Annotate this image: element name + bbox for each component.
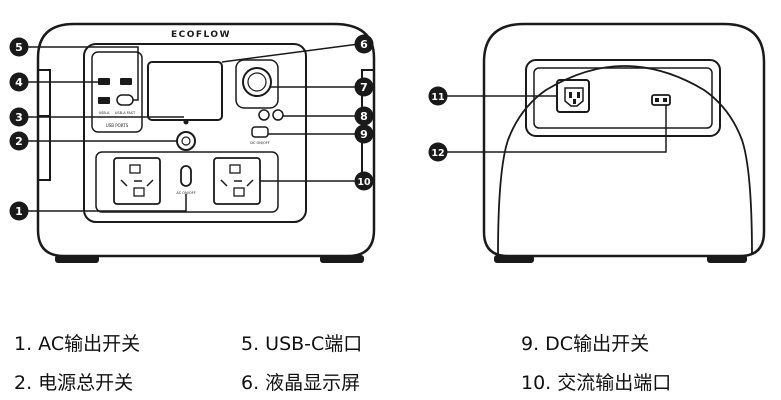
callout-7: 7 — [354, 77, 374, 97]
svg-text:5: 5 — [15, 41, 23, 54]
svg-text:11: 11 — [431, 92, 444, 103]
back-body-outline — [482, 22, 766, 258]
svg-text:12: 12 — [431, 148, 444, 159]
callout-9: 9 — [354, 124, 374, 144]
dc5521-port-right — [272, 109, 284, 121]
usb-a-fast-label: USB-A FAST — [115, 111, 136, 115]
lcd-display — [147, 61, 223, 121]
svg-text:1: 1 — [15, 205, 23, 218]
callout-3: 3 — [9, 107, 29, 127]
usb-c-port — [116, 94, 134, 106]
callout-8: 8 — [354, 106, 374, 126]
callout-10: 10 — [354, 171, 374, 191]
svg-text:6: 6 — [360, 38, 368, 51]
back-housing-curve — [497, 65, 753, 256]
front-left-handle — [38, 69, 51, 181]
callout-11: 11 — [428, 86, 448, 106]
svg-text:9: 9 — [360, 128, 368, 141]
usb-a-port-2 — [120, 78, 132, 85]
legend-item-10: 10. 交流输出端口 — [521, 372, 672, 394]
callout-5: 5 — [9, 37, 29, 57]
legend-item-9: 9. DC输出开关 — [521, 333, 650, 355]
back-panel — [525, 59, 721, 137]
ac-charging-input — [556, 79, 590, 113]
callout-6: 6 — [354, 34, 374, 54]
ac-switch — [180, 165, 192, 187]
svg-text:4: 4 — [15, 76, 23, 89]
callout-1: 1 — [9, 201, 29, 221]
callout-12: 12 — [428, 142, 448, 162]
usb-a-label: USB-A — [99, 111, 110, 115]
car-socket — [242, 67, 272, 97]
leader-lines — [23, 43, 667, 212]
callout-2: 2 — [9, 131, 29, 151]
brand-logo: ECOFLOW — [171, 30, 231, 40]
ac-on-off-label: AC ON/OFF — [176, 191, 195, 195]
legend-item-1: 1. AC输出开关 — [14, 333, 141, 355]
ac-outlet-left — [113, 157, 161, 205]
dc5521-port-left — [258, 109, 270, 121]
dc-charging-input — [651, 94, 671, 106]
usb-port-group — [91, 51, 143, 133]
usb-a-port-1 — [98, 78, 110, 85]
legend-item-5: 5. USB-C端口 — [241, 333, 363, 355]
svg-text:7: 7 — [360, 81, 368, 94]
front-view — [36, 22, 376, 263]
legend-item-6: 6. 液晶显示屏 — [241, 372, 361, 394]
front-body-outline — [36, 22, 376, 258]
callout-markers: 1 2 3 4 5 6 7 8 9 10 11 12 — [9, 34, 448, 221]
legend-item-2: 2. 电源总开关 — [14, 372, 134, 394]
callout-4: 4 — [9, 72, 29, 92]
svg-text:10: 10 — [357, 177, 371, 188]
dc-socket-frame — [235, 59, 279, 109]
svg-text:3: 3 — [15, 111, 23, 124]
usb-a-port-3 — [98, 97, 110, 104]
svg-text:2: 2 — [15, 135, 23, 148]
svg-text:8: 8 — [360, 110, 368, 123]
front-panel — [83, 43, 307, 223]
main-power-switch — [176, 131, 196, 151]
power-indicator — [183, 119, 189, 125]
dc-on-off-label: DC ON/OFF — [250, 141, 270, 145]
dc-switch — [251, 126, 269, 138]
usb-ports-label: USB PORTS — [106, 123, 129, 128]
back-view — [482, 22, 766, 263]
ac-outlet-panel — [95, 151, 279, 213]
